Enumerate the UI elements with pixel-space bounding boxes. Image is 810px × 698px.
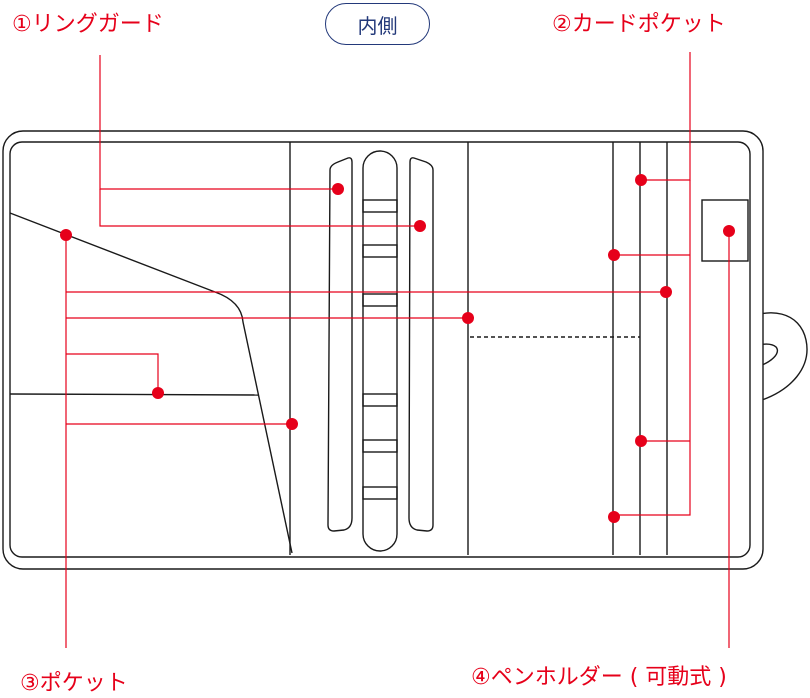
label-ring-guard: ①リングガード — [12, 12, 164, 37]
title-badge: 内側 — [325, 3, 430, 45]
callout-dots — [60, 174, 735, 523]
dot-card-pocket-2 — [608, 249, 620, 261]
ring-guard-right — [408, 157, 434, 532]
dot-pocket-2 — [660, 286, 672, 298]
inner-edge — [9, 141, 751, 558]
dot-pen-holder — [723, 225, 735, 237]
dot-pocket-5 — [286, 418, 298, 430]
dot-card-pocket-1 — [635, 174, 647, 186]
dot-card-pocket-4 — [608, 511, 620, 523]
dot-pocket-4 — [152, 387, 164, 399]
organizer-outline — [2, 130, 808, 570]
label-pocket: ③ポケット — [20, 671, 128, 696]
ring-guard-left — [327, 157, 353, 532]
ring-spine — [362, 150, 398, 552]
label-pen-holder: ④ペンホルダー ( 可動式 ) — [471, 665, 727, 690]
left-pocket-line — [9, 393, 259, 396]
dot-pocket-3 — [462, 312, 474, 324]
dot-ring-guard-1 — [332, 183, 344, 195]
dot-pocket-1 — [60, 229, 72, 241]
label-card-pocket: ②カードポケット — [552, 12, 726, 37]
outer-cover — [2, 130, 764, 570]
dot-ring-guard-2 — [414, 220, 426, 232]
dot-card-pocket-3 — [635, 435, 647, 447]
callout-leaders — [65, 52, 730, 648]
